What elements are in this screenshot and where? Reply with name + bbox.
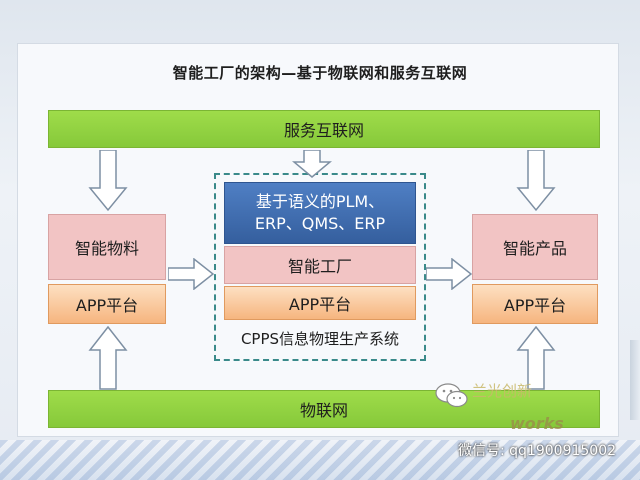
watermark-brand: 兰光创新 [472, 382, 533, 400]
arrow-down-right [516, 150, 556, 212]
arrow-right-left-to-center [168, 258, 214, 290]
smart-factory-box: 智能工厂 [224, 246, 416, 284]
right-app-platform-box: APP平台 [472, 284, 598, 324]
cpps-dashed-frame [214, 173, 426, 361]
semantic-systems-line2: ERP、QMS、ERP [254, 214, 386, 233]
arrow-up-right [516, 326, 556, 390]
center-app-platform-box: APP平台 [224, 286, 416, 320]
smart-product-box: 智能产品 [472, 214, 598, 280]
diagram-title: 智能工厂的架构—基于物联网和服务互联网 [172, 64, 468, 82]
wechat-icon [435, 383, 468, 408]
arrow-right-center-to-right [426, 258, 472, 290]
smart-material-box: 智能物料 [48, 214, 166, 280]
edge-strip [630, 340, 640, 420]
left-app-platform-box: APP平台 [48, 284, 166, 324]
iot-bar: 物联网 [48, 390, 600, 428]
cpps-caption: CPPS信息物理生产系统 [240, 330, 400, 348]
wave-footer [0, 440, 640, 480]
arrow-down-center [292, 150, 332, 178]
semantic-systems-box: 基于语义的PLM、 ERP、QMS、ERP [224, 182, 416, 244]
watermark-works-logo: works [510, 414, 564, 433]
semantic-systems-line1: 基于语义的PLM、 [255, 192, 385, 211]
arrow-down-left [88, 150, 128, 212]
watermark-account: 微信号: qq1900915002 [458, 443, 617, 459]
service-internet-bar: 服务互联网 [48, 110, 600, 148]
arrow-up-left [88, 326, 128, 390]
